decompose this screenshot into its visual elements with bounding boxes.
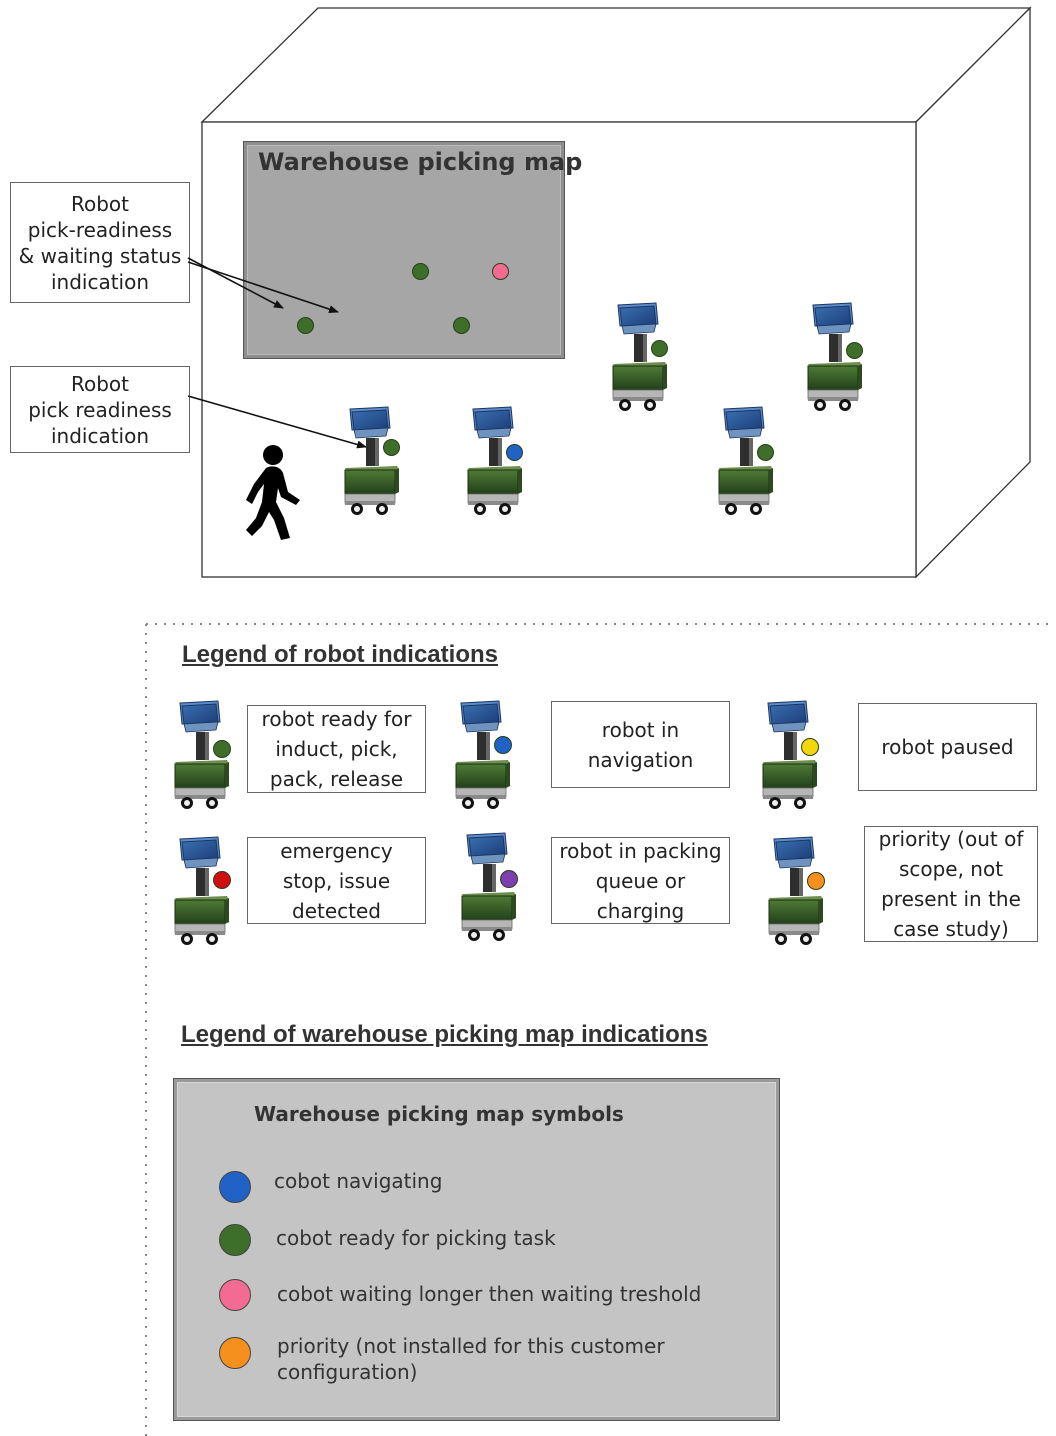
- map-symbols-panel: [173, 1078, 780, 1421]
- legend-label-navigating: robot in navigation: [551, 701, 730, 788]
- legend-robot: [453, 700, 513, 812]
- symbol-dot-priority: [219, 1337, 251, 1369]
- legend-status-light: [500, 870, 518, 888]
- robot-status-light: [383, 439, 400, 456]
- legend-status-light: [494, 736, 512, 754]
- walking-person-icon: [226, 440, 328, 542]
- floor-robot: [465, 406, 525, 518]
- robot-status-light: [846, 342, 863, 359]
- legend-robot: [172, 836, 232, 948]
- floor-robot: [610, 302, 670, 414]
- symbol-label-waiting: cobot waiting longer then waiting tresho…: [277, 1282, 702, 1306]
- floor-robot: [342, 406, 402, 518]
- legend-status-light: [213, 740, 231, 758]
- map-symbols-title: Warehouse picking map symbols: [254, 1102, 624, 1126]
- legend-label-ready: robot ready for induct, pick, pack, rele…: [247, 705, 426, 793]
- floor-robot: [716, 406, 776, 518]
- symbol-label-ready: cobot ready for picking task: [276, 1226, 556, 1250]
- legend-separator: [145, 623, 1050, 1436]
- symbol-dot-waiting: [219, 1279, 251, 1311]
- callout-arrows: [187, 257, 367, 449]
- legend-label-paused: robot paused: [858, 703, 1037, 791]
- legend-label-priority: priority (out of scope, not present in t…: [864, 826, 1038, 942]
- symbol-label-priority: priority (not installed for this custome…: [277, 1334, 665, 1384]
- warehouse-picking-map: [243, 141, 565, 359]
- callout-map-status: Robot pick-readiness & waiting status in…: [10, 182, 190, 303]
- robot-status-light: [506, 444, 523, 461]
- legend-status-light: [807, 872, 825, 890]
- legend-robot: [760, 700, 820, 812]
- map-title: Warehouse picking map: [258, 148, 583, 176]
- map-dot-ready: [453, 317, 470, 334]
- symbol-label-navigating: cobot navigating: [274, 1169, 443, 1193]
- map-dot-ready: [297, 317, 314, 334]
- map-legend-title: Legend of warehouse picking map indicati…: [181, 1021, 708, 1048]
- robot-status-light: [757, 444, 774, 461]
- legend-label-packing: robot in packing queue or charging: [551, 837, 730, 924]
- legend-label-emergency: emergency stop, issue detected: [247, 837, 426, 924]
- map-dot-waiting: [492, 263, 509, 280]
- legend-robot: [766, 836, 826, 948]
- callout-robot-status: Robot pick readiness indication: [10, 366, 190, 453]
- legend-status-light: [213, 871, 231, 889]
- symbol-dot-navigating: [219, 1171, 251, 1203]
- symbol-dot-ready: [219, 1224, 251, 1256]
- legend-status-light: [801, 738, 819, 756]
- robot-status-light: [651, 340, 668, 357]
- map-dot-ready: [412, 263, 429, 280]
- legend-robot: [459, 832, 519, 944]
- robot-legend-title: Legend of robot indications: [182, 641, 498, 668]
